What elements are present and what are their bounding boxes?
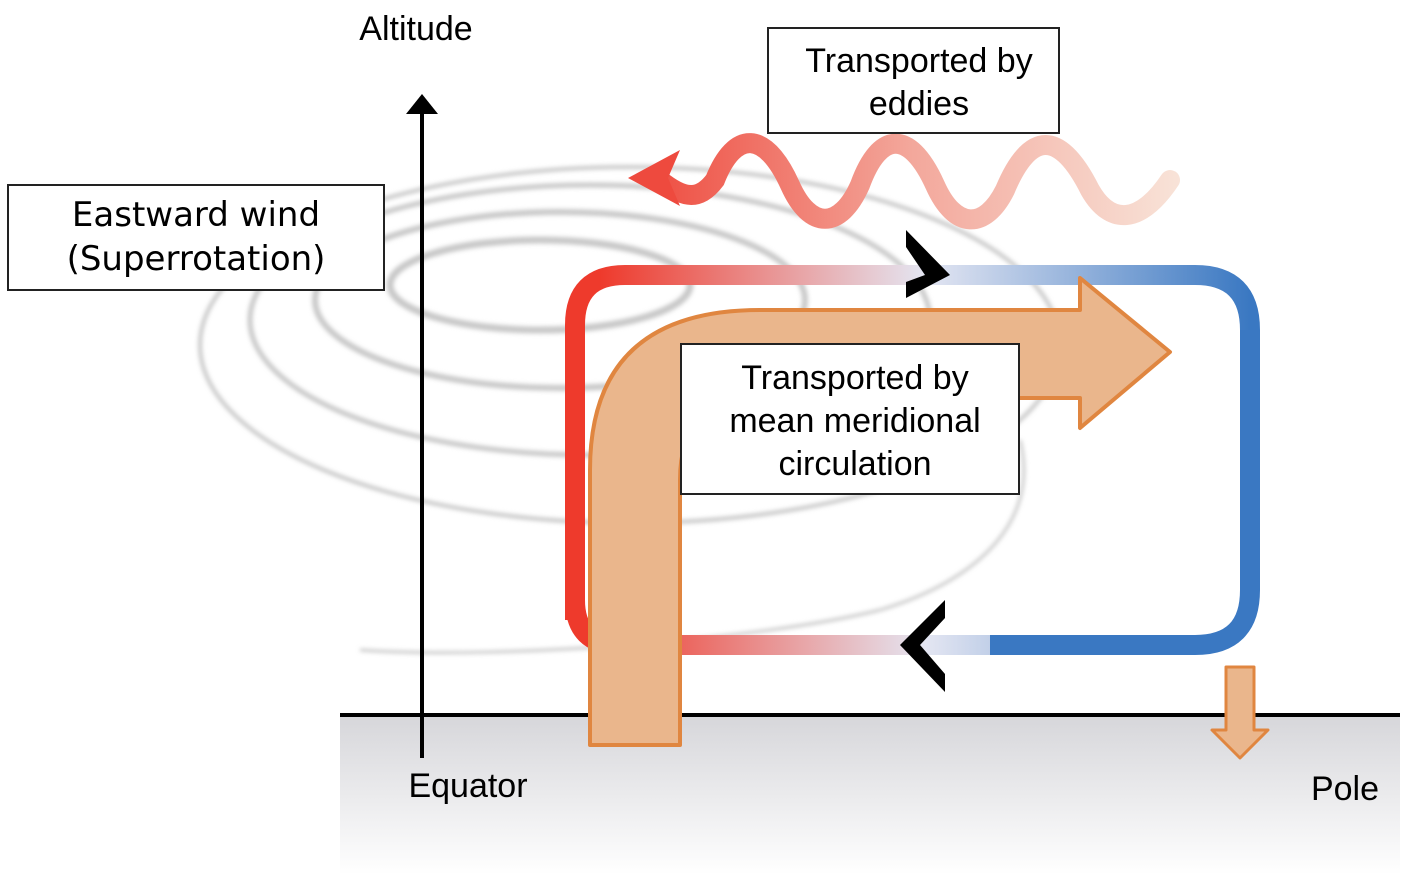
eddies-line-2: eddies [869,85,969,123]
eddy-arrowhead-icon [628,150,680,206]
altitude-label: Altitude [359,10,472,48]
axis-arrowhead-icon [406,94,438,114]
eastward-wind-box: Eastward wind (Superrotation) [7,184,385,291]
pole-down-arrow-icon [1210,665,1270,760]
eastward-wind-line-2: (Superrotation) [67,239,326,279]
equator-label: Equator [408,767,527,805]
chevron-left-icon [900,600,945,692]
eddy-wave [650,133,1180,230]
eddies-box: Transported by eddies [767,27,1060,134]
mean-circulation-line-1: Transported by [741,359,968,397]
mean-circulation-line-3: circulation [778,445,931,483]
eastward-wind-line-1: Eastward wind [72,195,320,235]
mean-circulation-line-2: mean meridional [729,402,980,440]
pole-label: Pole [1311,770,1379,808]
mean-meridional-loop [565,265,1260,655]
mean-circulation-box: Transported by mean meridional circulati… [680,343,1020,495]
chevron-right-icon [906,230,950,298]
eddies-line-1: Transported by [805,42,1032,80]
